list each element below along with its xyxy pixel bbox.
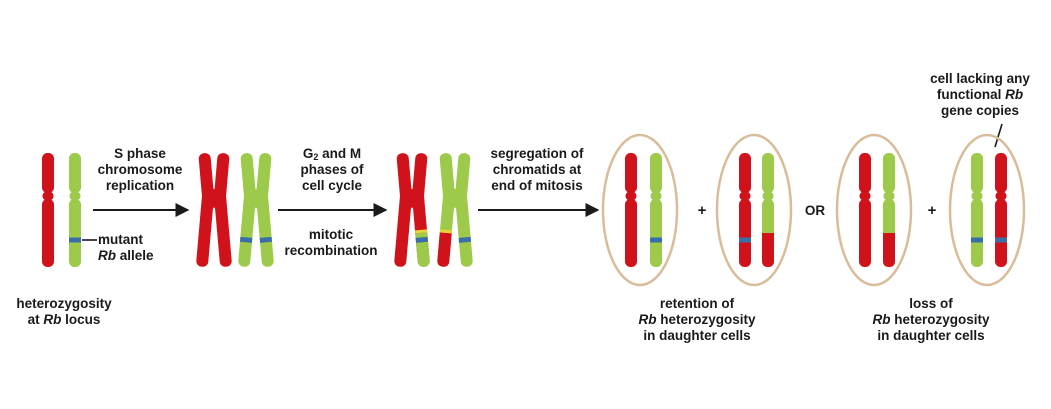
cell-lacking-line-3: gene copies	[940, 103, 1020, 118]
retention-line-2: Rb heterozygosity	[612, 312, 782, 328]
heterozygosity-line-1: heterozygosity	[16, 296, 112, 311]
retention-line-3: in daughter cells	[643, 328, 751, 343]
s-phase-label: S phase chromosome replication	[95, 146, 185, 194]
s-phase-line-3: replication	[105, 178, 175, 193]
chromosome-maternal-recombined	[394, 153, 430, 267]
mutant-rb-band	[650, 237, 662, 243]
g2m-line-3: cell cycle	[301, 178, 363, 193]
chromosome-paternal-recombined	[437, 153, 473, 267]
g2m-label: G2 and M phases of cell cycle	[280, 146, 384, 194]
crossover-junction	[414, 229, 428, 234]
daughter-cell-4	[948, 133, 1026, 287]
retention-rb: Rb	[638, 312, 657, 327]
mutant-rb-band	[458, 236, 472, 243]
mutant-allele-word: allele	[116, 248, 154, 263]
segregation-label: segregation of chromatids at end of mito…	[474, 146, 600, 194]
mutant-allele-label: mutant Rb allele	[98, 232, 154, 264]
mitotic-recombination-label: mitotic recombination	[274, 227, 388, 259]
cell-lacking-line-2: functional Rb	[916, 87, 1044, 103]
loss-heterozygosity: heterozygosity	[890, 312, 990, 327]
loss-line-2: Rb heterozygosity	[846, 312, 1016, 328]
cell-4-maternal-recombined	[995, 153, 1007, 267]
s-phase-line-2: chromosome	[97, 162, 183, 177]
mutant-allele-line-2: Rb allele	[98, 248, 154, 264]
cell-3-paternal-recombined	[883, 153, 895, 267]
mutant-rb-band	[259, 236, 273, 243]
g2m-g: G	[302, 146, 314, 161]
loss-rb: Rb	[872, 312, 891, 327]
cell-3-maternal	[859, 153, 871, 267]
mutant-allele-rb: Rb	[98, 248, 116, 263]
mutant-rb-band	[415, 236, 429, 243]
mutant-rb-band	[739, 237, 751, 243]
mutant-rb-band	[239, 236, 253, 243]
segregation-line-2: chromatids at	[492, 162, 582, 177]
g2m-line-1: G2 and M	[280, 146, 384, 162]
mutant-rb-band	[971, 237, 983, 243]
daughter-cell-2	[715, 133, 793, 287]
g2m-and-m: and M	[318, 146, 362, 161]
crossover-junction	[439, 229, 453, 234]
cell-1-paternal	[650, 153, 662, 267]
cell-2-maternal-recombined	[739, 153, 751, 267]
retention-line-1: retention of	[659, 296, 735, 311]
loss-label: loss of Rb heterozygosity in daughter ce…	[846, 296, 1016, 344]
heterozygosity-locus: locus	[61, 312, 101, 327]
daughter-cell-1	[601, 133, 679, 287]
chromosome-maternal-unreplicated	[42, 153, 54, 267]
cell-1-maternal	[625, 153, 637, 267]
mitotic-recombination-line-1: mitotic	[308, 227, 354, 242]
segregation-line-3: end of mitosis	[491, 178, 583, 193]
retention-heterozygosity: heterozygosity	[656, 312, 756, 327]
chromosome-paternal-unreplicated	[69, 153, 81, 267]
plus-sign-2: +	[927, 202, 937, 219]
heterozygosity-rb: Rb	[43, 312, 62, 327]
segregation-line-1: segregation of	[490, 146, 584, 161]
plus-sign-1: +	[697, 202, 707, 219]
heterozygosity-at: at	[27, 312, 44, 327]
loss-line-3: in daughter cells	[877, 328, 985, 343]
s-phase-line-1: S phase	[114, 146, 166, 161]
or-label: OR	[804, 203, 826, 218]
retention-label: retention of Rb heterozygosity in daught…	[612, 296, 782, 344]
cell-lacking-line-1: cell lacking any	[930, 71, 1030, 86]
cell-4-paternal	[971, 153, 983, 267]
cell-2-paternal-recombined	[762, 153, 774, 267]
mitotic-recombination-line-2: recombination	[284, 243, 378, 258]
g2m-subscript: 2	[313, 152, 319, 162]
heterozygosity-line-2: at Rb locus	[2, 312, 126, 328]
g2m-line-2: phases of	[300, 162, 364, 177]
mutant-rb-band	[69, 237, 81, 243]
cell-lacking-label: cell lacking any functional Rb gene copi…	[916, 71, 1044, 119]
mutant-allele-line-1: mutant	[98, 232, 143, 247]
chromosome-maternal-replicated	[196, 153, 232, 267]
cell-lacking-pointer	[994, 123, 1003, 148]
heterozygosity-label: heterozygosity at Rb locus	[2, 296, 126, 328]
mutant-rb-band	[995, 237, 1007, 243]
daughter-cell-3	[835, 133, 913, 287]
loss-line-1: loss of	[909, 296, 953, 311]
cell-lacking-functional: functional	[936, 87, 1006, 102]
cell-lacking-rb: Rb	[1005, 87, 1024, 102]
chromosome-paternal-replicated	[238, 153, 274, 267]
